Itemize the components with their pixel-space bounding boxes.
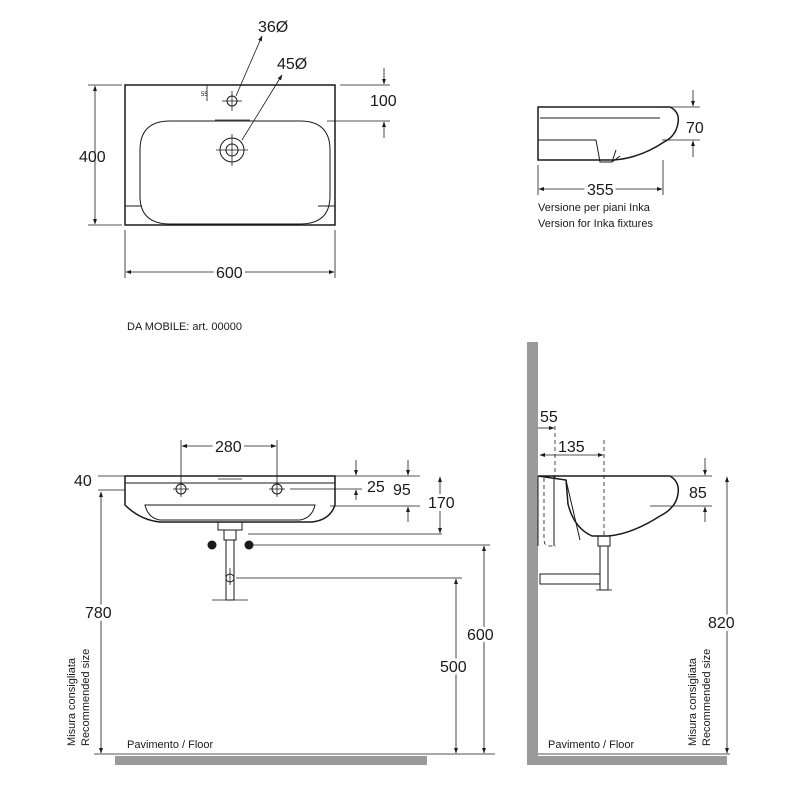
wall-floor-slab — [527, 756, 727, 765]
caption-it: Versione per piani Inka — [538, 202, 651, 214]
wall-vertical-label-it: Misura consigliata — [687, 657, 699, 746]
caption-en: Version for Inka fixtures — [538, 218, 653, 230]
side-basin-outline — [537, 106, 680, 161]
top-view: 36Ø 45Ø 55 100 400 600 — [79, 19, 397, 285]
drain-hole — [216, 134, 248, 166]
hole-offset-label: 55 — [201, 92, 208, 98]
wall-vertical-label-en: Recommended size — [701, 649, 713, 746]
wall-view: Pavimento / Floor 55 135 85 820 Misura c… — [527, 342, 738, 765]
bowl-outline — [139, 120, 331, 225]
wall-floor-label: Pavimento / Floor — [548, 739, 635, 751]
vertical-label-it: Misura consigliata — [66, 657, 78, 746]
dim-170-label: 170 — [428, 495, 455, 512]
hole-small-label: 36Ø — [258, 19, 288, 36]
floor-label: Pavimento / Floor — [127, 739, 214, 751]
wall-dim-85-label: 85 — [689, 485, 707, 502]
height-780-label: 780 — [85, 605, 112, 622]
basin-outline — [124, 84, 336, 226]
vertical-label-en: Recommended size — [80, 649, 92, 746]
tap-hole — [222, 91, 242, 111]
tap-spacing-label: 280 — [215, 439, 242, 456]
front-basin-outline — [124, 475, 336, 523]
hole-large-label: 45Ø — [277, 56, 307, 73]
height-600-label: 600 — [467, 627, 494, 644]
floor-slab — [115, 756, 427, 765]
height-500-label: 500 — [440, 659, 467, 676]
height-820-label: 820 — [708, 615, 735, 632]
depth-offset-label: 100 — [370, 93, 397, 110]
dim-25-label: 25 — [367, 479, 385, 496]
side-view: 70 355 Versione per piani Inka Version f… — [537, 90, 704, 230]
wall-dim-55-label: 55 — [540, 409, 558, 426]
front-view: DA MOBILE: art. 00000 280 40 — [66, 321, 497, 765]
projection-label: 70 — [686, 120, 704, 137]
dim-95-label: 95 — [393, 482, 411, 499]
width-label: 600 — [216, 265, 243, 282]
rim-label: 40 — [74, 473, 92, 490]
symbol-a-icon — [207, 540, 217, 550]
wall — [527, 342, 538, 764]
symbol-v-icon — [244, 540, 254, 550]
depth-label: 400 — [79, 149, 106, 166]
length-label: 355 — [587, 182, 614, 199]
wall-basin-outline — [537, 475, 680, 537]
furniture-note: DA MOBILE: art. 00000 — [127, 321, 242, 333]
wall-dim-135-label: 135 — [558, 439, 585, 456]
